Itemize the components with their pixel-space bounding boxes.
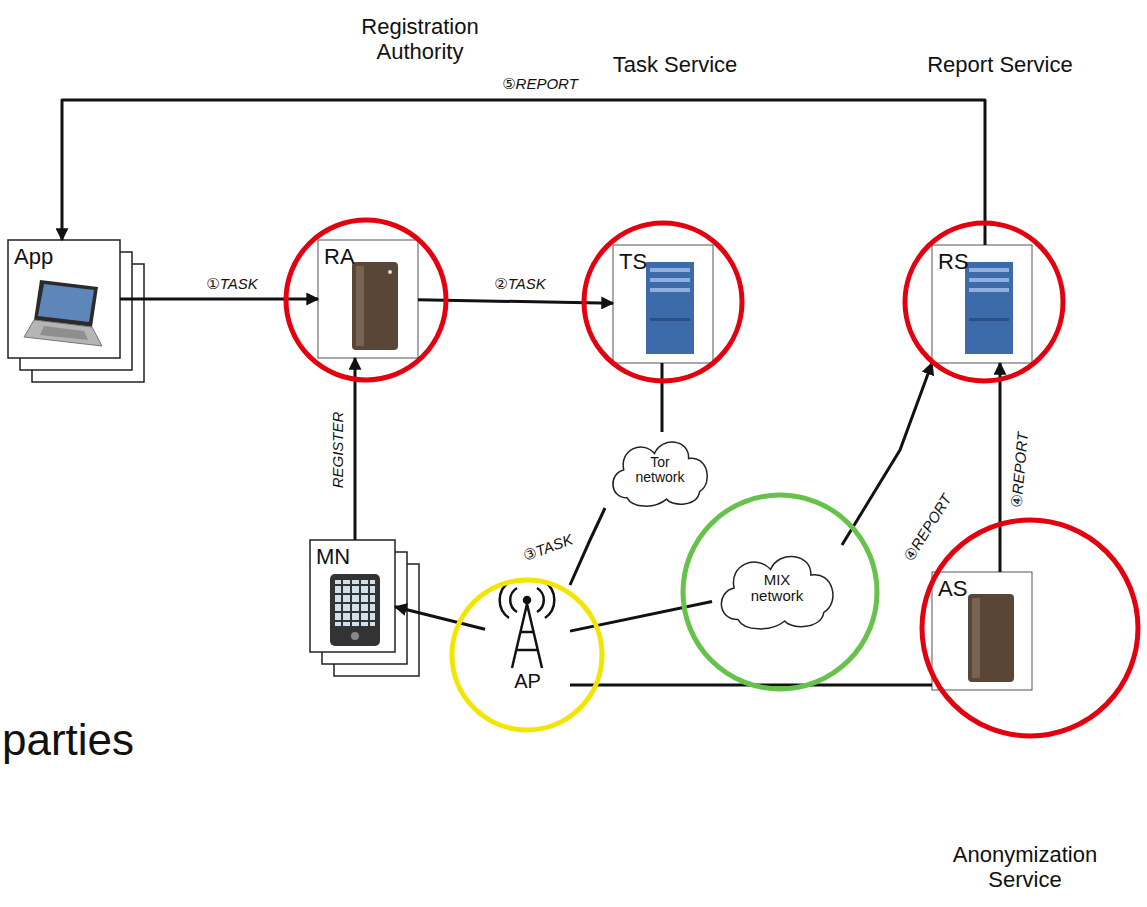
highlight-circle: [584, 223, 742, 381]
edge-label: ⑤REPORT: [500, 76, 580, 93]
as-server: [932, 572, 1032, 690]
app-box: App: [8, 240, 120, 358]
ts-server: [613, 245, 713, 363]
access-point: AP: [485, 585, 570, 695]
highlight-circle: [922, 520, 1138, 736]
highlight-circle: [905, 223, 1063, 381]
server-box: TS: [613, 245, 713, 363]
node-label: RA: [324, 244, 355, 270]
connector-arrow: [62, 100, 985, 245]
node-label: AS: [938, 576, 967, 602]
ra-server: [318, 240, 418, 358]
rs-server: [932, 245, 1032, 363]
node-label: App: [14, 244, 53, 270]
node-label: MN: [316, 544, 350, 570]
node-label: Tor network: [626, 455, 694, 486]
node-label: AP: [514, 670, 541, 693]
app-stack: [8, 240, 144, 382]
antenna-symbol: [500, 582, 555, 668]
connector-arrow: [842, 363, 932, 545]
edge-label: ④REPORT: [1008, 430, 1031, 511]
component-title: Task Service: [600, 52, 750, 77]
node-label: RS: [938, 249, 969, 275]
edge-label: REGISTER: [330, 410, 347, 491]
server-box: RS: [932, 245, 1032, 363]
edge-label: ②TASK: [492, 276, 548, 293]
connector-arrow: [661, 363, 664, 432]
edge-label: ①TASK: [204, 276, 260, 293]
edge-label: ③TASK: [519, 531, 577, 565]
connector-arrow: [999, 363, 1002, 572]
node-label: MIX network: [737, 572, 818, 605]
connector-arrow: [395, 607, 485, 630]
highlight-circle: [286, 220, 446, 380]
mobile-node-box: MN: [310, 540, 395, 652]
node-label: TS: [619, 249, 647, 275]
server-box: RA: [318, 240, 418, 358]
network-cloud: MIX network: [712, 545, 842, 631]
connector-arrow: [354, 358, 357, 540]
server-box: AS: [932, 572, 1032, 690]
highlight-circle: [452, 580, 602, 730]
slide-text: parties: [2, 715, 202, 766]
component-title: Anonymization Service: [935, 842, 1115, 893]
network-cloud: Tor network: [605, 432, 715, 508]
highlight-circle: [683, 495, 877, 689]
component-title: Registration Authority: [330, 14, 510, 65]
component-title: Report Service: [915, 52, 1085, 77]
